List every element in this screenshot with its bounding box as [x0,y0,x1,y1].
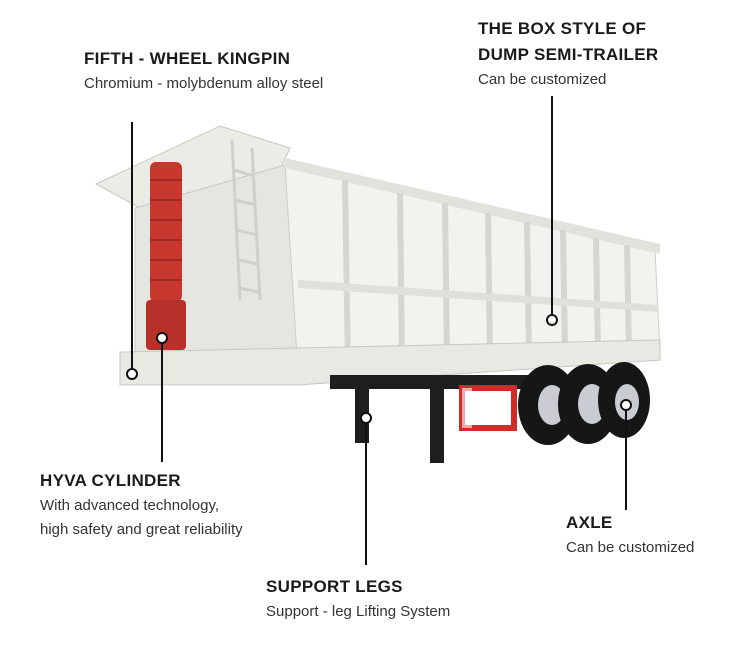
box-top-rim [285,158,660,254]
box-stiffeners [342,179,632,369]
callout-legs: SUPPORT LEGS Support - leg Lifting Syste… [266,574,450,624]
legs-desc: Support - leg Lifting System [266,603,451,620]
callout-cylinder: HYVA CYLINDER With advanced technology, … [40,468,243,542]
support-leg-right [430,375,444,463]
cylinder-title: HYVA CYLINDER [40,471,181,490]
callout-axle: AXLE Can be customized [566,510,694,560]
cylinder-desc-line2: high safety and great reliability [40,521,243,538]
hyva-cylinder-shape [146,162,186,350]
front-ladder [230,139,262,301]
callout-box: THE BOX STYLE OF DUMP SEMI-TRAILER Can b… [478,16,658,92]
legs-title: SUPPORT LEGS [266,577,403,596]
box-desc: Can be customized [478,71,607,88]
kingpin-title: FIFTH - WHEEL KINGPIN [84,49,291,68]
axle-desc: Can be customized [566,539,695,556]
rear-bumper [459,385,517,431]
kingpin-desc: Chromium - molybdenum alloy steel [84,75,324,92]
cylinder-desc-line1: With advanced technology, [40,497,219,514]
callout-lines [131,96,627,565]
axle-title: AXLE [566,513,613,532]
callout-dots [126,314,632,424]
callout-kingpin: FIFTH - WHEEL KINGPIN Chromium - molybde… [84,46,323,96]
box-title-line1: THE BOX STYLE OF [478,19,647,38]
box-bottom-sill [119,339,661,386]
box-title-line2: DUMP SEMI-TRAILER [478,45,659,64]
box-mid-beam [298,280,658,312]
